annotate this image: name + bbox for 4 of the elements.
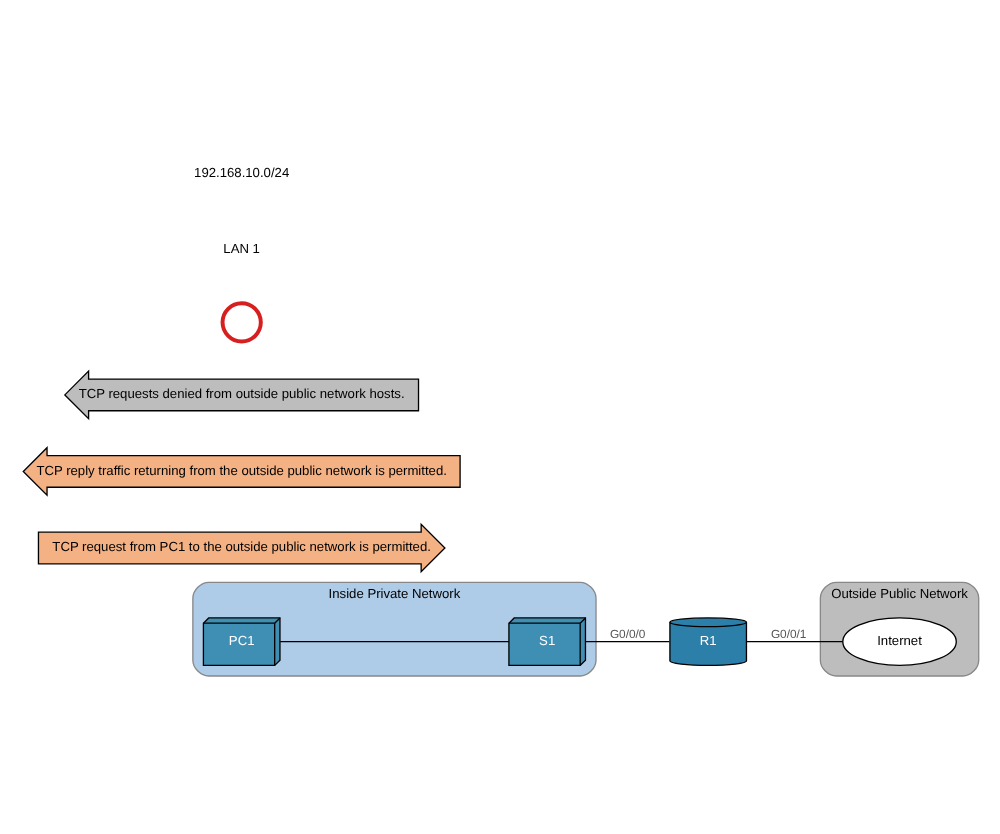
connector [278, 640, 509, 642]
node-circle [219, 300, 262, 343]
connector [745, 640, 843, 642]
connector [583, 640, 670, 642]
